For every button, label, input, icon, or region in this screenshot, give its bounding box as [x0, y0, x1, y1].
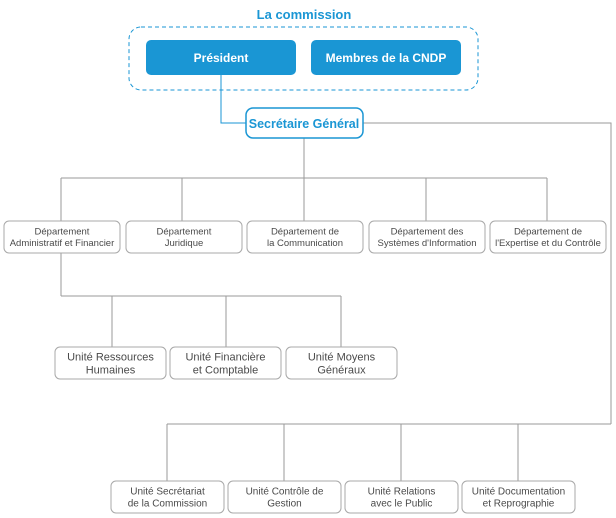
commission-frame — [128, 26, 479, 91]
sg-unit-node-box — [461, 480, 576, 514]
secretary-label: Secrétaire Général — [249, 117, 360, 131]
sg-unit-node-label-line: Gestion — [267, 499, 301, 510]
admin-unit-node-label-line: et Comptable — [193, 364, 258, 376]
department-node-box — [489, 220, 607, 254]
department-node-label-line: Juridique — [165, 238, 204, 249]
sg-unit-node-label-line: Unité Documentation — [472, 487, 565, 498]
department-node-label-line: Département des — [391, 227, 464, 238]
department-node-box — [368, 220, 486, 254]
admin-unit-node-box — [169, 346, 282, 380]
sg-unit-node-box — [227, 480, 342, 514]
department-node-label-line: Département de — [514, 227, 582, 238]
department-node-label-line: Département de — [271, 227, 339, 238]
department-node-label-line: Systèmes d'Information — [378, 238, 477, 249]
sg-unit-node-label-line: Unité Secrétariat — [130, 487, 205, 498]
sg-unit-node-label-line: Unité Relations — [368, 487, 436, 498]
admin-unit-node-label-line: Généraux — [317, 364, 366, 376]
admin-unit-node-label-line: Unité Moyens — [308, 351, 376, 363]
department-node-box — [246, 220, 364, 254]
sg-unit-node-box — [344, 480, 459, 514]
department-node-label-line: l'Expertise et du Contrôle — [495, 238, 601, 249]
members-label: Membres de la CNDP — [326, 51, 447, 65]
president-link — [220, 75, 246, 124]
department-node-label-line: la Communication — [267, 238, 343, 249]
connector-lines — [60, 75, 612, 481]
department-node: Département del'Expertise et du Contrôle — [489, 220, 607, 254]
admin-unit-node-box — [285, 346, 398, 380]
department-node-label-line: Département — [157, 227, 212, 238]
admin-unit-node-label-line: Unité Financière — [185, 351, 265, 363]
secretary-box — [245, 107, 364, 139]
commission-title: La commission — [257, 7, 352, 22]
commission-group: La commission Président Membres de la CN… — [128, 7, 479, 91]
admin-unit-node-box — [54, 346, 167, 380]
members-box — [311, 40, 461, 75]
president-label: Président — [194, 51, 249, 65]
sg-unit-node-label-line: Unité Contrôle de — [246, 487, 324, 498]
sg-unit-node-box — [110, 480, 225, 514]
sg-unit-node-label-line: et Reprographie — [483, 499, 555, 510]
department-node-box — [3, 220, 121, 254]
department-node-label-line: Administratif et Financier — [10, 238, 115, 249]
president-box — [146, 40, 296, 75]
secretary-node: Secrétaire Général — [245, 107, 364, 139]
department-node-box — [125, 220, 243, 254]
sg-unit-node-label-line: de la Commission — [128, 499, 207, 510]
admin-unit-node-label-line: Humaines — [86, 364, 136, 376]
department-node-label-line: Département — [35, 227, 90, 238]
sg-unit-node-label-line: avec le Public — [371, 499, 433, 510]
sg-right-link — [363, 122, 612, 424]
admin-unit-node-label-line: Unité Ressources — [67, 351, 154, 363]
